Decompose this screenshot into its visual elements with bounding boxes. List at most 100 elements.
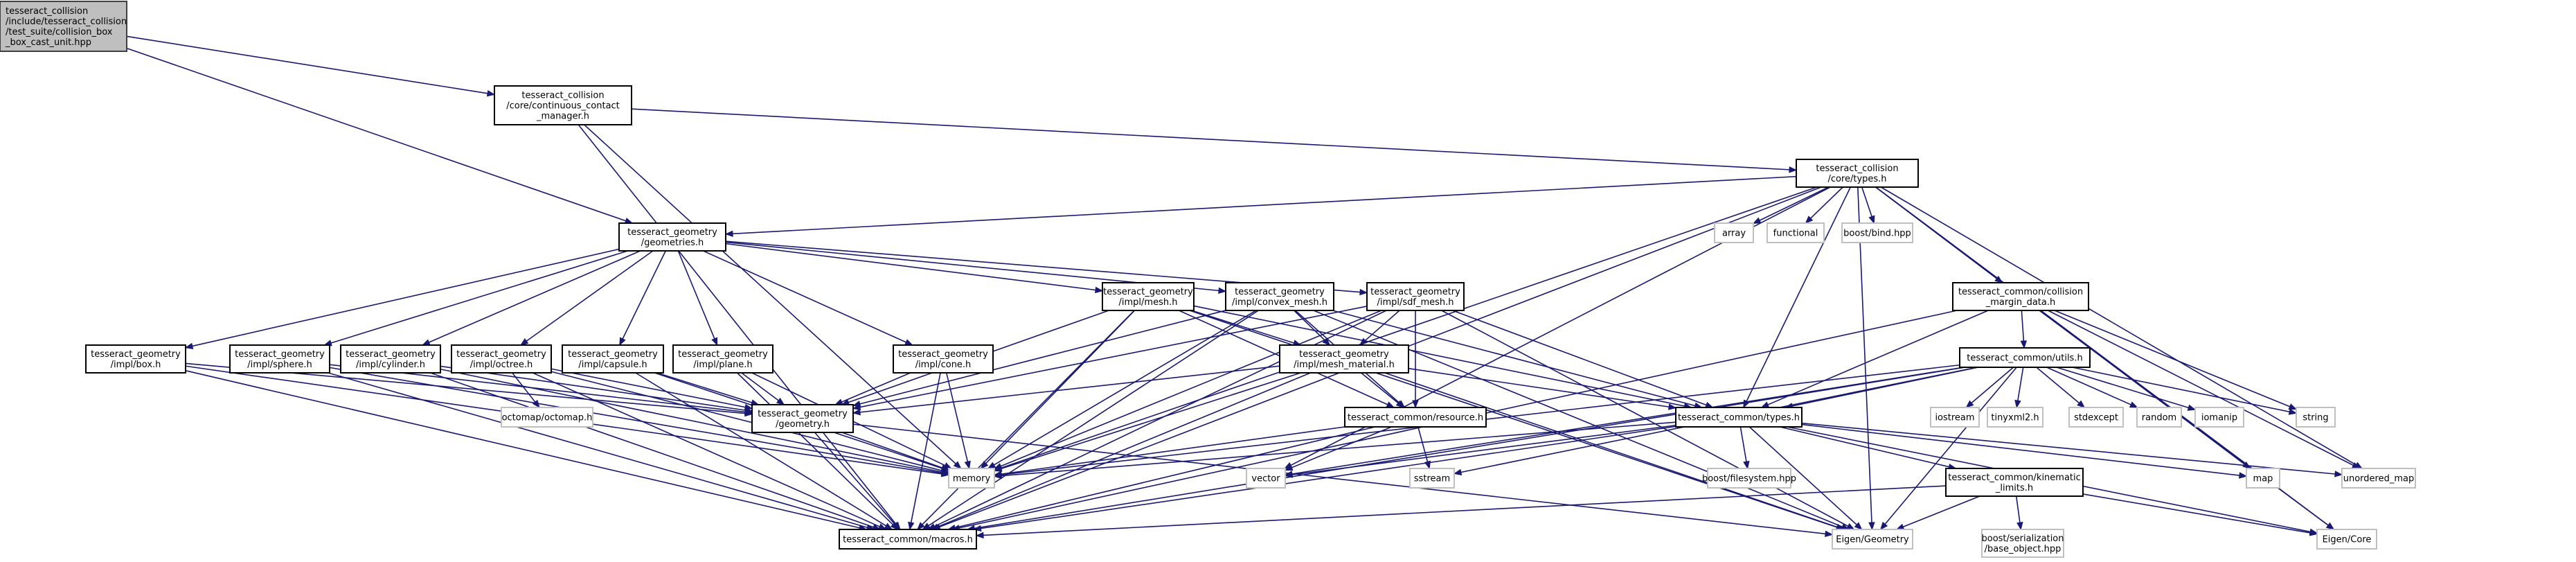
arrowhead-icon bbox=[1825, 530, 1834, 538]
node-box bbox=[2296, 407, 2336, 428]
node-random: random bbox=[2136, 407, 2182, 428]
edge-line bbox=[981, 425, 1676, 529]
node-label-line: /impl/cylinder.h bbox=[356, 360, 425, 370]
node-cone[interactable]: tesseract_geometry/impl/cone.h bbox=[893, 344, 994, 374]
node-box bbox=[1714, 222, 1754, 243]
node-array: array bbox=[1714, 222, 1754, 243]
edge-line bbox=[430, 372, 874, 528]
arrowhead-icon bbox=[1395, 400, 1404, 408]
edge-ctypes-to-functional bbox=[1805, 186, 1843, 224]
arrowhead-icon bbox=[852, 403, 861, 411]
node-label-line: tesseract_geometry bbox=[91, 349, 181, 360]
arrowhead-icon bbox=[724, 230, 733, 238]
node-utils[interactable]: tesseract_common/utils.h bbox=[1959, 347, 2091, 368]
arrowhead-icon bbox=[2187, 404, 2197, 411]
node-bser: boost/serialization/base_object.hpp bbox=[1981, 529, 2064, 558]
edge-ctypes-to-geoms bbox=[724, 175, 1797, 238]
edge-line bbox=[1364, 310, 1400, 342]
edge-line bbox=[677, 250, 715, 340]
edge-line bbox=[1759, 186, 1829, 221]
edge-geoms-to-cone bbox=[703, 250, 913, 346]
node-box bbox=[1366, 282, 1465, 311]
node-ccm[interactable]: tesseract_collision/core/continuous_cont… bbox=[494, 85, 632, 125]
edge-line bbox=[732, 175, 1797, 235]
edge-line bbox=[656, 372, 752, 403]
node-box bbox=[839, 529, 977, 550]
node-root[interactable]: tesseract_collision/include/tesseract_co… bbox=[0, 1, 127, 52]
node-cmtypes[interactable]: tesseract_common/types.h bbox=[1675, 407, 1803, 428]
edge-line bbox=[578, 124, 897, 525]
node-box bbox=[1987, 407, 2043, 428]
edge-plane-to-macros bbox=[736, 372, 899, 530]
arrowhead-icon bbox=[993, 465, 1003, 472]
node-label-line: tesseract_geometry bbox=[678, 349, 768, 360]
node-label-line: memory bbox=[953, 474, 991, 484]
node-label-line: boost/bind.hpp bbox=[1843, 229, 1911, 239]
edge-line bbox=[1191, 310, 1294, 344]
edge-line bbox=[2039, 310, 2329, 526]
node-plane[interactable]: tesseract_geometry/impl/plane.h bbox=[672, 344, 773, 374]
node-box[interactable]: tesseract_geometry/impl/box.h bbox=[85, 344, 186, 374]
node-stdexcept: stdexcept bbox=[2068, 407, 2124, 428]
edge-meshmat-to-eigeo bbox=[1384, 372, 1845, 531]
arrowhead-icon bbox=[964, 460, 971, 470]
edge-line bbox=[859, 306, 1368, 408]
edge-ccm-to-ctypes bbox=[631, 108, 1798, 173]
node-string: string bbox=[2296, 407, 2336, 428]
arrowhead-icon bbox=[1805, 216, 1814, 224]
node-label-line: /core/types.h bbox=[1827, 174, 1886, 184]
edge-line bbox=[2021, 310, 2025, 342]
edge-line bbox=[933, 310, 1387, 527]
arrowhead-icon bbox=[1752, 217, 1762, 225]
node-label-line: tesseract_collision bbox=[1816, 164, 1898, 174]
node-label-line: vector bbox=[1251, 474, 1280, 484]
node-sdf[interactable]: tesseract_geometry/impl/sdf_mesh.h bbox=[1366, 282, 1465, 311]
node-meshmat[interactable]: tesseract_geometry/impl/mesh_material.h bbox=[1279, 344, 1409, 374]
node-vector: vector bbox=[1246, 468, 1286, 489]
node-resource[interactable]: tesseract_common/resource.h bbox=[1344, 407, 1487, 428]
edge-cmtypes-to-vector bbox=[1284, 424, 1676, 478]
edge-ccm-to-memory bbox=[584, 124, 962, 469]
node-label-line: /impl/cone.h bbox=[915, 360, 972, 370]
arrowhead-icon bbox=[744, 403, 753, 411]
edge-geoms-to-cyl bbox=[422, 250, 641, 346]
node-octree[interactable]: tesseract_geometry/impl/octree.h bbox=[451, 344, 552, 374]
edge-cmd-to-string bbox=[2054, 310, 2298, 410]
node-capsule[interactable]: tesseract_geometry/impl/capsule.h bbox=[562, 344, 664, 374]
edge-cmtypes-to-memory bbox=[993, 421, 1676, 480]
edge-line bbox=[1291, 424, 1676, 475]
edge-line bbox=[440, 368, 942, 473]
edge-line bbox=[974, 367, 1965, 529]
edge-line bbox=[859, 310, 1226, 405]
node-label-line: iomanip bbox=[2201, 413, 2237, 423]
node-label-line: /impl/sdf_mesh.h bbox=[1377, 297, 1454, 308]
node-ctypes[interactable]: tesseract_collision/core/types.h bbox=[1796, 159, 1919, 188]
edge-line bbox=[703, 250, 906, 343]
node-cmd[interactable]: tesseract_common/collision_margin_data.h bbox=[1952, 282, 2089, 311]
node-label-line: tesseract_geometry bbox=[1235, 287, 1325, 297]
node-mesh[interactable]: tesseract_geometry/impl/mesh.h bbox=[1102, 282, 1195, 311]
edge-line bbox=[2015, 495, 2021, 523]
edge-sdf-to-macros bbox=[927, 310, 1387, 530]
node-geoms[interactable]: tesseract_geometry/geometries.h bbox=[618, 222, 726, 252]
edge-line bbox=[635, 372, 886, 527]
edge-line bbox=[1452, 310, 1707, 406]
arrowhead-icon bbox=[2334, 471, 2343, 477]
node-macros[interactable]: tesseract_common/macros.h bbox=[839, 529, 977, 550]
node-umap: unordered_map bbox=[2341, 468, 2416, 489]
edge-line bbox=[1884, 367, 2017, 525]
edge-line bbox=[983, 485, 1947, 536]
node-convex[interactable]: tesseract_geometry/impl/convex_mesh.h bbox=[1225, 282, 1334, 311]
node-geometry[interactable]: tesseract_geometry/geometry.h bbox=[751, 404, 854, 433]
node-sphere[interactable]: tesseract_geometry/impl/sphere.h bbox=[229, 344, 330, 374]
edge-line bbox=[1001, 421, 1676, 477]
node-kin[interactable]: tesseract_common/kinematic_limits.h bbox=[1945, 468, 2084, 497]
node-eigeo: Eigen/Geometry bbox=[1832, 529, 1913, 550]
node-label-line: octomap/octomap.h bbox=[502, 413, 593, 423]
node-label-line: tesseract_geometry bbox=[1370, 287, 1460, 297]
edge-kin-to-eicore bbox=[2082, 493, 2318, 536]
arrowhead-icon bbox=[1846, 523, 1855, 530]
arrowhead-icon bbox=[2077, 400, 2086, 408]
edge-octree-to-geometry bbox=[551, 368, 753, 411]
node-cyl[interactable]: tesseract_geometry/impl/cylinder.h bbox=[340, 344, 441, 374]
